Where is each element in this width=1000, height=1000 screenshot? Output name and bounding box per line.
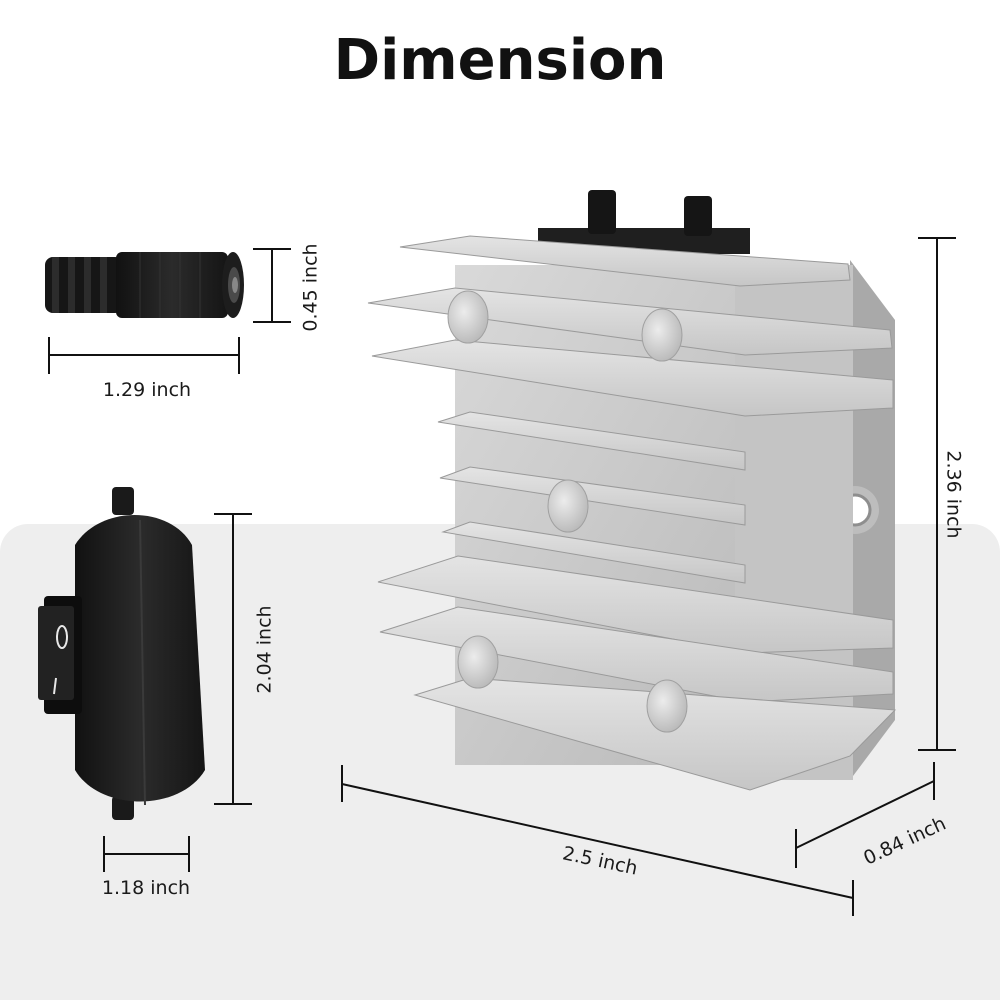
- page-title: Dimension: [333, 28, 667, 93]
- regulator-height-label: 2.36 inch: [942, 450, 965, 539]
- connector-length-dimension-line: [48, 337, 240, 374]
- regulator-height-dimension-line: [918, 237, 956, 751]
- aluminum-heatsink-regulator-icon: [367, 190, 897, 791]
- regulator-width-dimension-line: [341, 765, 854, 916]
- switch-width-label: 1.18 inch: [101, 877, 191, 899]
- switch-height-label: 2.04 inch: [253, 605, 276, 694]
- connector-length-label: 1.29 inch: [102, 379, 192, 401]
- connector-height-dimension-line: [253, 248, 291, 323]
- switch-height-dimension-line: [214, 513, 252, 805]
- connector-height-label: 0.45 inch: [299, 243, 322, 332]
- regulator-depth-dimension-line: [795, 762, 935, 868]
- rocker-switch-icon: [38, 487, 205, 820]
- dc-power-connector-icon: [45, 252, 244, 318]
- switch-width-dimension-line: [103, 836, 190, 872]
